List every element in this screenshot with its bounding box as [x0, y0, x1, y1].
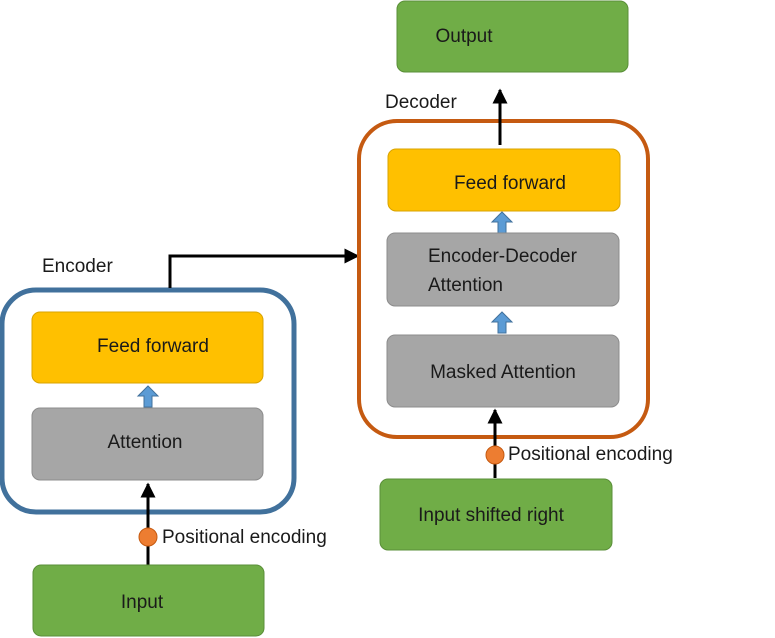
output-label: Output	[435, 26, 493, 47]
decoder-enc-dec-attention-line1: Encoder-Decoder	[428, 246, 578, 267]
decoder-positional-encoding-label: Positional encoding	[508, 444, 673, 465]
decoder-title: Decoder	[385, 92, 457, 113]
decoder-up-arrow-bottom-icon	[490, 311, 514, 334]
encoder-positional-dot-icon	[138, 527, 158, 547]
encoder-up-arrow-icon	[136, 385, 160, 408]
decoder-masked-attention-box	[386, 334, 620, 408]
encoder-attention-label: Attention	[108, 432, 183, 453]
decoder-enc-dec-attention-box	[386, 232, 620, 307]
encoder-feed-forward-label: Feed forward	[97, 336, 209, 357]
encoder-to-decoder-arrow	[168, 248, 360, 288]
decoder-masked-attention-label: Masked Attention	[430, 362, 576, 383]
encoder-feed-forward-box	[31, 311, 264, 384]
decoder-up-arrow-top-icon	[490, 211, 514, 234]
encoder-title: Encoder	[42, 256, 113, 277]
decoder-feed-forward-box	[387, 148, 621, 212]
encoder-positional-encoding-label: Positional encoding	[162, 527, 327, 548]
decoder-feed-forward-label: Feed forward	[454, 173, 566, 194]
decoder-input-box	[379, 478, 613, 551]
decoder-positional-dot-icon	[485, 445, 505, 465]
encoder-input-label: Input	[121, 592, 164, 613]
decoder-enc-dec-attention-line2: Attention	[428, 275, 503, 296]
output-box	[396, 0, 629, 73]
decoder-input-label: Input shifted right	[418, 505, 564, 526]
encoder-input-box	[32, 564, 265, 637]
encoder-attention-box	[31, 407, 264, 481]
